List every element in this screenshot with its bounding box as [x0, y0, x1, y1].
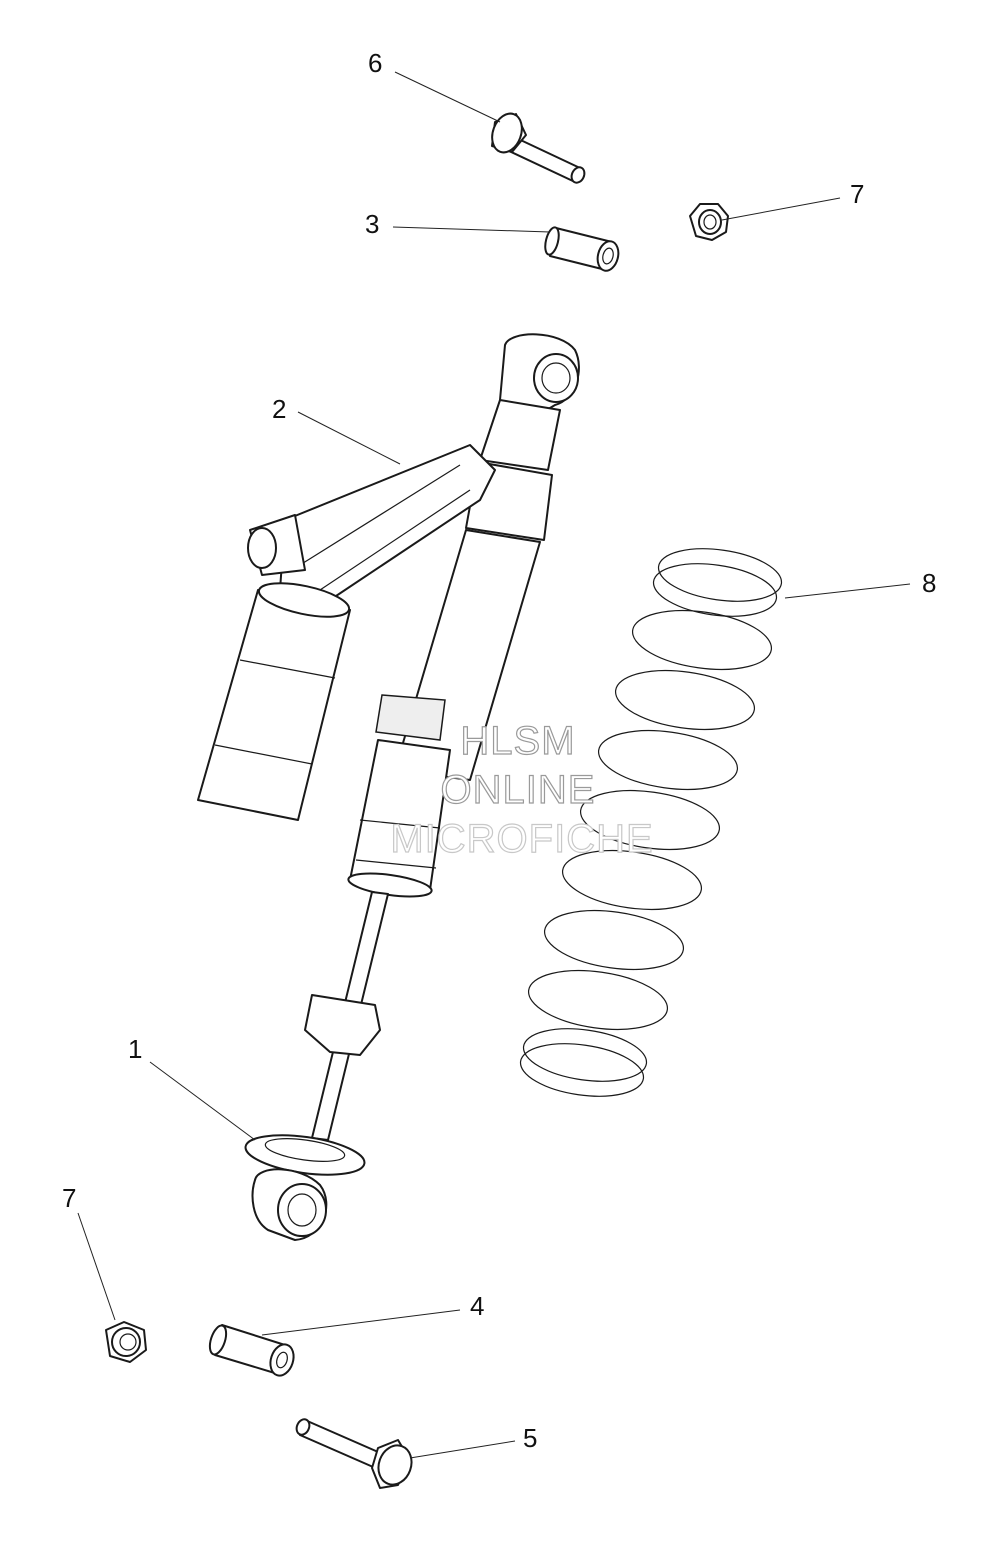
watermark-line-1: HLSM: [460, 719, 575, 763]
leader-3: [392, 226, 551, 233]
watermark-line-2: ONLINE: [441, 768, 596, 812]
part-7-nut-bottom: [105, 1321, 147, 1363]
part-4-sleeve: [208, 1324, 295, 1377]
callout-7-bottom: 7: [62, 1183, 76, 1213]
callout-labels: 6 7 3 2 8 1 7 4 5: [62, 48, 936, 1453]
leader-1: [149, 1061, 256, 1141]
callout-8: 8: [922, 568, 936, 598]
part-7-nut-top: [689, 203, 729, 241]
callout-3: 3: [365, 209, 379, 239]
part-2-shock-absorber: [197, 333, 580, 1241]
leader-lines: [77, 71, 911, 1459]
leader-6: [394, 71, 501, 123]
part-3-sleeve: [544, 226, 620, 272]
callout-7-top: 7: [850, 179, 864, 209]
leader-2: [297, 411, 401, 465]
watermark: HLSM ONLINE MICROFICHE: [390, 718, 654, 861]
callout-5: 5: [523, 1423, 537, 1453]
leader-7-bottom: [77, 1212, 116, 1321]
callout-6: 6: [368, 48, 382, 78]
callout-1: 1: [128, 1034, 142, 1064]
leader-5: [409, 1440, 516, 1459]
callout-2: 2: [272, 394, 286, 424]
part-5-bolt: [295, 1418, 413, 1489]
watermark-line-3: MICROFICHE: [390, 817, 653, 861]
callout-4: 4: [470, 1291, 484, 1321]
leader-4: [261, 1309, 461, 1336]
part-6-bolt: [491, 112, 586, 184]
part-8-coil-spring: [519, 548, 783, 1097]
leader-7-top: [721, 197, 841, 221]
leader-8: [784, 583, 911, 599]
